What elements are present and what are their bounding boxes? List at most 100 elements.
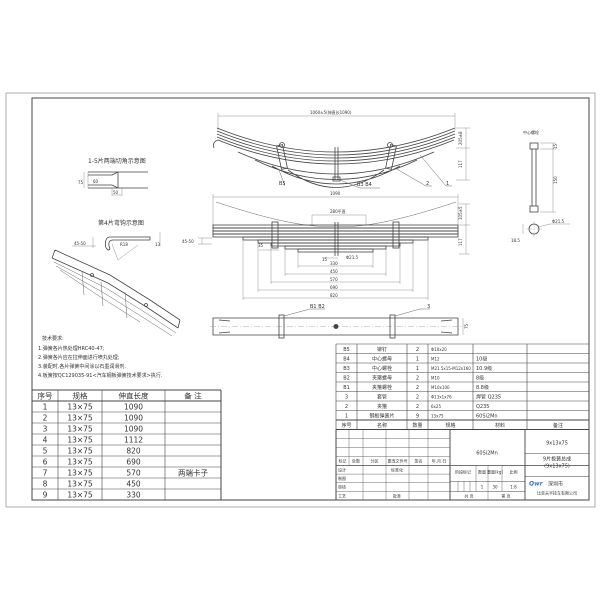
table-cell: 比亚夫半挂车有限公司 — [537, 490, 577, 496]
table-cell: 序号 — [341, 422, 351, 429]
spring-side-view-curved: 1060±5(伸直长1090) 205±8 117 B5 B3 B4 2 1 — [213, 109, 470, 189]
dim-text: 45-50 — [74, 241, 86, 246]
corner-cut-title: 1-5片两端切角示意图 — [88, 157, 146, 165]
dim-text: 18.5 — [511, 238, 520, 243]
dim-text: 1090 — [330, 191, 341, 196]
table-cell: 1 — [481, 485, 484, 490]
table-cell: 2 — [416, 395, 419, 401]
table-cell: 13×75 — [67, 480, 93, 489]
dim-text: Φ21.5 — [552, 219, 565, 224]
dim-text: 1060±5(伸直长1090) — [310, 109, 352, 115]
table-cell: 阶段标记 — [455, 469, 471, 475]
table-cell: 2 — [416, 404, 419, 410]
technical-notes: 技术要求: 1.弹簧各片热处理HRC40-47; 2.弹簧各片应在拉伸面进行喷丸… — [38, 335, 163, 379]
dim-text: 15 — [553, 143, 558, 149]
table-cell: Φ10x20 — [431, 347, 447, 352]
table-cell: 签名 — [415, 458, 423, 464]
table-cell: 1090 — [124, 403, 143, 412]
callout-label: 1 — [446, 181, 449, 187]
table-cell: 13×75 — [67, 425, 93, 434]
table-cell: 1 — [416, 357, 419, 363]
table-cell: 数量 — [478, 469, 486, 475]
dim-text: 75 — [78, 180, 84, 185]
hook-title: 第4片弯钩示意图 — [98, 219, 144, 227]
table-cell: 6 — [43, 458, 48, 467]
table-cell: 铆钉 — [377, 346, 387, 353]
table-cell: 焊管 Q235 — [476, 394, 501, 401]
table-cell: 8.8级 — [476, 384, 489, 391]
table-cell: 1112 — [124, 436, 143, 445]
table-cell: 690 — [126, 458, 141, 467]
dim-text: 50 — [113, 190, 119, 195]
table-cell: 2 — [416, 385, 419, 391]
table-cell: 13×75 — [67, 447, 93, 456]
table-cell: 夹箍螺母 — [372, 375, 392, 382]
notes-title: 技术要求: — [42, 335, 64, 342]
table-cell: 伸直长度 — [119, 391, 149, 401]
dim-text: 570 — [330, 277, 338, 282]
table-cell: 工艺 — [338, 493, 346, 498]
table-cell: B3 — [343, 366, 350, 372]
table-cell: 8级 — [476, 375, 484, 382]
table-cell: 10级 — [476, 356, 487, 363]
table-cell: 批准 — [393, 492, 401, 498]
table-cell: 5 — [43, 447, 48, 456]
title-block: 标记处数分区更改文件号签名年.月.日设计制图审核工艺标准化批准60Si2Mn阶段… — [335, 429, 589, 500]
dim-text: 280平直 — [330, 208, 346, 214]
table-cell: 3 — [43, 425, 48, 434]
table-cell: 9 — [416, 414, 419, 420]
company-logo: Qwr — [529, 481, 544, 488]
table-cell: 重量(kg) — [487, 469, 503, 475]
table-cell: Φ13x1x76 — [431, 395, 452, 400]
table-cell: 规格 — [445, 422, 455, 429]
table-cell: 中心螺母 — [372, 356, 392, 363]
table-cell: 第 页 — [501, 493, 510, 499]
callout-label: 3 — [427, 304, 430, 310]
dim-text: 150 — [553, 176, 558, 184]
table-cell: 1:8 — [510, 485, 517, 490]
dim-text: 450 — [330, 269, 338, 274]
table-cell: Q235 — [476, 404, 489, 410]
note-item: 4.板簧按QC129035-91<汽车钢板弹簧技术要求>执行. — [38, 372, 163, 379]
table-cell: B2 — [343, 376, 350, 382]
dim-text: R18 — [120, 242, 128, 247]
table-cell: 更改文件号 — [388, 458, 408, 464]
dim-text: 60 — [93, 179, 99, 184]
table-cell: 两端卡子 — [178, 468, 208, 478]
table-cell: 60Si2Mn — [476, 414, 498, 420]
table-cell: 2 — [43, 414, 48, 423]
table-cell: 年.月.日 — [432, 458, 447, 464]
dim-text: 35 — [258, 243, 264, 248]
table-cell: 设计 — [338, 467, 346, 473]
table-cell: 13×75 — [67, 491, 93, 500]
table-cell: (9x13x75) — [544, 464, 570, 470]
table-cell: 钢板弹簧片 — [369, 413, 394, 420]
table-cell: 套管 — [377, 394, 387, 401]
dim-text: 117 — [458, 160, 463, 168]
table-cell: B4 — [343, 357, 350, 363]
isometric-spring-sketch — [51, 249, 181, 337]
table-cell: 3 — [345, 395, 348, 401]
note-item: 1.弹簧各片热处理HRC40-47; — [38, 345, 105, 352]
table-cell: 7 — [43, 469, 48, 478]
table-cell: 夹箍 — [377, 403, 387, 410]
table-cell: 数量 — [412, 422, 422, 429]
table-cell: 名称 — [377, 422, 387, 429]
table-cell: 9 — [43, 491, 48, 500]
inner-border — [31, 97, 590, 501]
callout-label: 2 — [426, 181, 429, 187]
dim-text: Φ21.5 — [346, 255, 359, 260]
dim-text: 45-50 — [182, 239, 194, 244]
table-cell: M21.5x15-M12x160 — [431, 366, 471, 371]
table-cell: B1 — [343, 385, 350, 391]
spring-plan-view: B1 B2 3 75 — [210, 304, 469, 339]
callout-label: B3 B4 — [357, 182, 372, 188]
table-cell: 9x13x75 — [546, 441, 568, 447]
table-cell: 深圳市 — [548, 481, 563, 488]
table-cell: 1 — [416, 366, 419, 372]
dim-text: 205±8 — [458, 131, 463, 145]
table-cell: 分区 — [371, 458, 379, 464]
table-cell: 2 — [416, 347, 419, 353]
